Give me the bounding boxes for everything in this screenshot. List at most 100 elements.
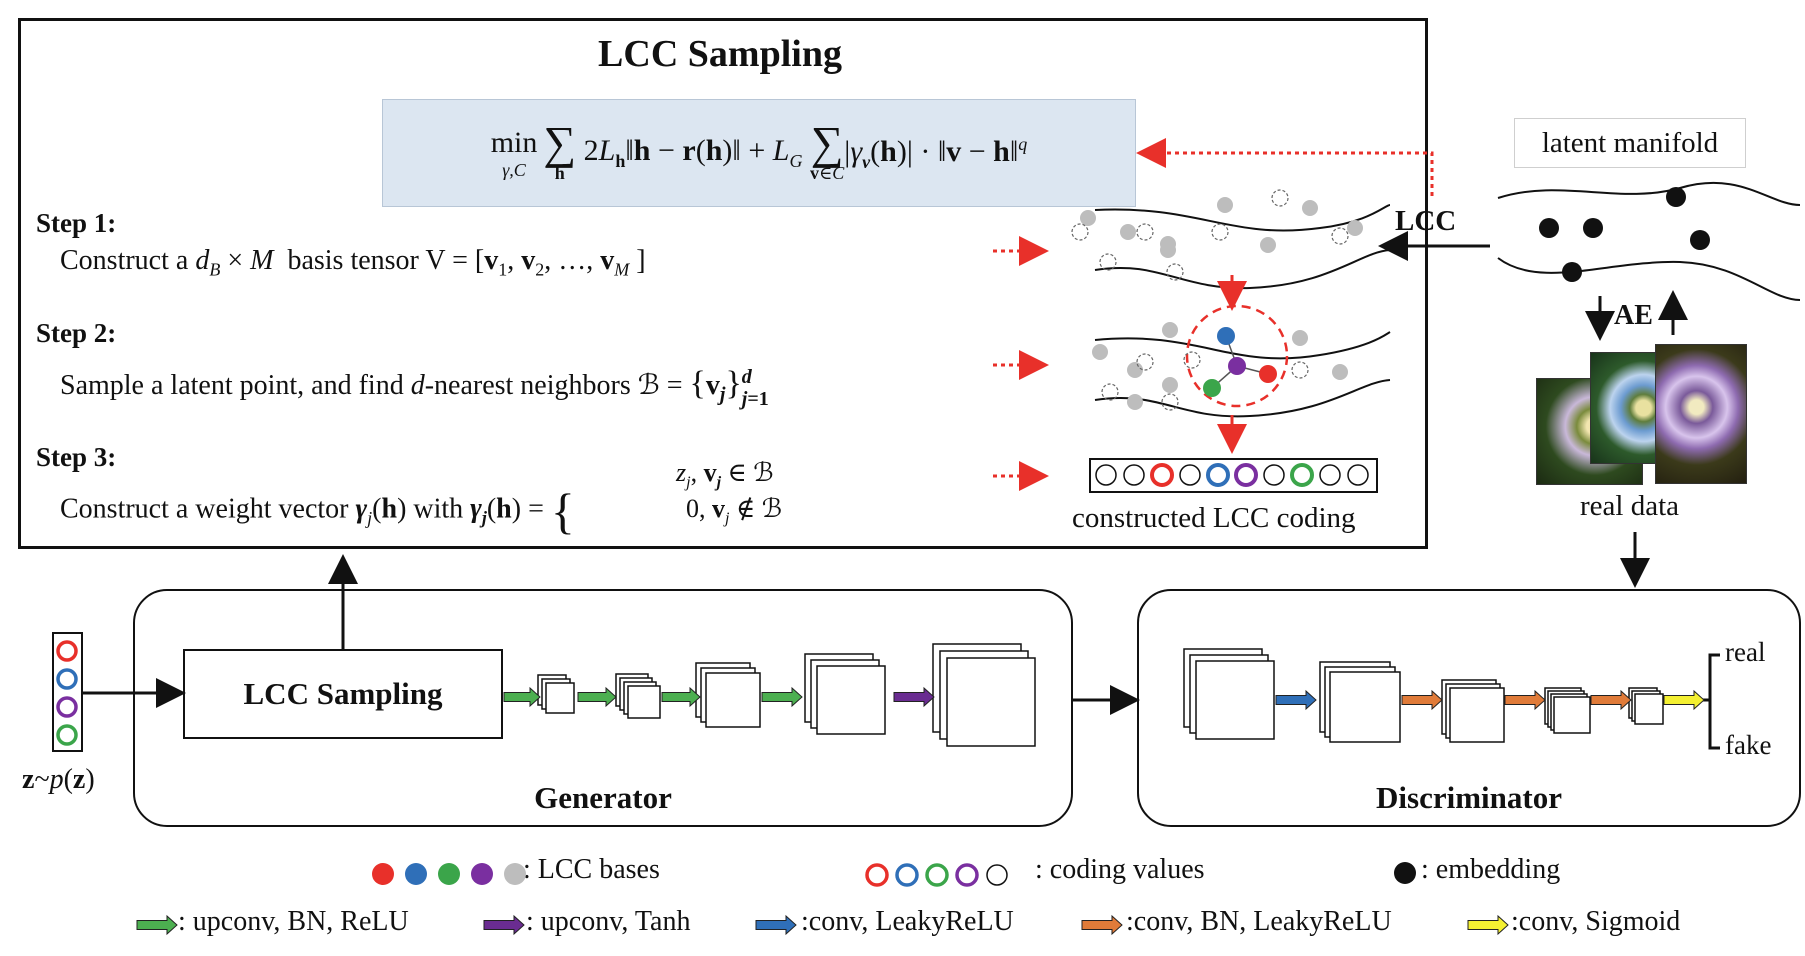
basis-point — [1160, 242, 1176, 258]
legend-coding-swatch — [925, 863, 949, 887]
noise-component — [56, 724, 78, 746]
coding-cell — [1290, 463, 1314, 487]
embedding-point — [1690, 230, 1710, 250]
fake-label: fake — [1725, 730, 1772, 760]
upconv-bn-relu-arrow — [661, 686, 701, 708]
legend-coding-swatch — [895, 863, 919, 887]
legend-arrow-orange — [1081, 914, 1123, 936]
legend-arrow-blue — [755, 914, 797, 936]
basis-point — [1120, 224, 1136, 240]
legend-coding-swatch — [865, 863, 889, 887]
latent-manifold-shape — [1497, 182, 1801, 301]
case-not-in-basis: 0, vj ∉ ℬ — [686, 494, 783, 528]
empty-basis-point — [1291, 361, 1309, 379]
legend-base-swatch — [405, 863, 427, 885]
step-3-text: Construct a weight vector γj(h) with γj(… — [60, 483, 575, 539]
panel-title: LCC Sampling — [598, 33, 842, 75]
upconv-tanh-arrow — [893, 686, 935, 708]
coding-cell — [1347, 464, 1369, 486]
legend-arrow-purple — [483, 914, 525, 936]
legend-embedding: : embedding — [1421, 854, 1561, 885]
coding-cell — [1179, 464, 1201, 486]
coding-cell — [1206, 463, 1230, 487]
feature-map-g4 — [816, 665, 886, 735]
feature-map-g3 — [705, 672, 761, 728]
basis-point — [1292, 330, 1308, 346]
basis-point — [1332, 364, 1348, 380]
basis-point — [1127, 362, 1143, 378]
empty-basis-point — [1166, 263, 1184, 281]
empty-basis-point — [1161, 393, 1179, 411]
upconv-bn-relu-arrow — [503, 686, 541, 708]
manifold-step-1 — [1094, 204, 1391, 290]
legend-arrow-yellow — [1467, 914, 1509, 936]
flower-image-3 — [1655, 344, 1747, 484]
neighbor-red — [1259, 365, 1277, 383]
step-3-heading: Step 3: — [36, 442, 117, 472]
neighbor-green — [1203, 379, 1221, 397]
step-1-heading: Step 1: — [36, 208, 117, 238]
basis-point — [1080, 210, 1096, 226]
embedding-point — [1583, 218, 1603, 238]
sampled-point — [1228, 357, 1246, 375]
neighborhood-circle — [1185, 304, 1289, 408]
conv-bn-leakyrelu-arrow — [1401, 689, 1443, 711]
legend-upconv-bn-relu: : upconv, BN, ReLU — [178, 906, 409, 937]
basis-point — [1302, 200, 1318, 216]
upconv-bn-relu-arrow — [577, 686, 617, 708]
neighbor-blue — [1217, 327, 1235, 345]
lcc-sampling-block: LCC Sampling — [183, 649, 503, 739]
feature-map-d2 — [1329, 671, 1401, 743]
coding-cell — [1319, 464, 1341, 486]
legend-coding-values: : coding values — [1035, 854, 1205, 885]
empty-basis-point — [1071, 223, 1089, 241]
coding-cell — [1150, 463, 1174, 487]
empty-basis-point — [1183, 351, 1201, 369]
legend-lcc-bases: : LCC bases — [523, 854, 660, 885]
feature-map-g5 — [946, 657, 1036, 747]
ae-label: AE — [1614, 300, 1653, 331]
legend-base-swatch — [504, 863, 526, 885]
noise-component — [56, 696, 78, 718]
discriminator-label: Discriminator — [1376, 780, 1562, 815]
basis-point — [1162, 377, 1178, 393]
embedding-point — [1562, 262, 1582, 282]
upconv-bn-relu-arrow — [761, 686, 803, 708]
legend-conv-leakyrelu: :conv, LeakyReLU — [801, 906, 1014, 937]
empty-basis-point — [1136, 223, 1154, 241]
basis-point — [1217, 197, 1233, 213]
coding-cell — [1234, 463, 1258, 487]
embedding-point — [1539, 218, 1559, 238]
coding-cell — [1095, 464, 1117, 486]
empty-basis-point — [1101, 383, 1119, 401]
basis-point — [1127, 394, 1143, 410]
conv-leakyrelu-arrow — [1275, 689, 1317, 711]
case-in-basis: zj, vj ∈ ℬ — [676, 458, 774, 492]
basis-point — [1347, 220, 1363, 236]
step-2-text: Sample a latent point, and find d-neares… — [60, 365, 769, 410]
legend-arrow-green — [136, 914, 178, 936]
empty-basis-point — [1211, 223, 1229, 241]
feature-map-d3 — [1449, 687, 1505, 743]
empty-basis-point — [1136, 353, 1154, 371]
manifold-step-2 — [1094, 331, 1391, 418]
noise-component — [56, 640, 78, 662]
basis-point — [1260, 237, 1276, 253]
feature-map-d1 — [1195, 660, 1275, 740]
legend-coding-swatch — [955, 863, 979, 887]
coding-caption: constructed LCC coding — [1072, 502, 1356, 534]
noise-component — [56, 668, 78, 690]
embedding-point — [1666, 187, 1686, 207]
legend-upconv-tanh: : upconv, Tanh — [526, 906, 691, 937]
step-1-text: Construct a dB × M basis tensor V = [v1,… — [60, 245, 646, 280]
latent-manifold-label: latent manifold — [1514, 118, 1746, 168]
generator-label: Generator — [534, 780, 672, 815]
generator-module — [133, 589, 1073, 827]
legend-base-swatch — [438, 863, 460, 885]
basis-point — [1162, 322, 1178, 338]
conv-bn-leakyrelu-arrow — [1504, 689, 1546, 711]
step-2-heading: Step 2: — [36, 318, 117, 348]
empty-basis-point — [1331, 227, 1349, 245]
coding-cell — [1123, 464, 1145, 486]
